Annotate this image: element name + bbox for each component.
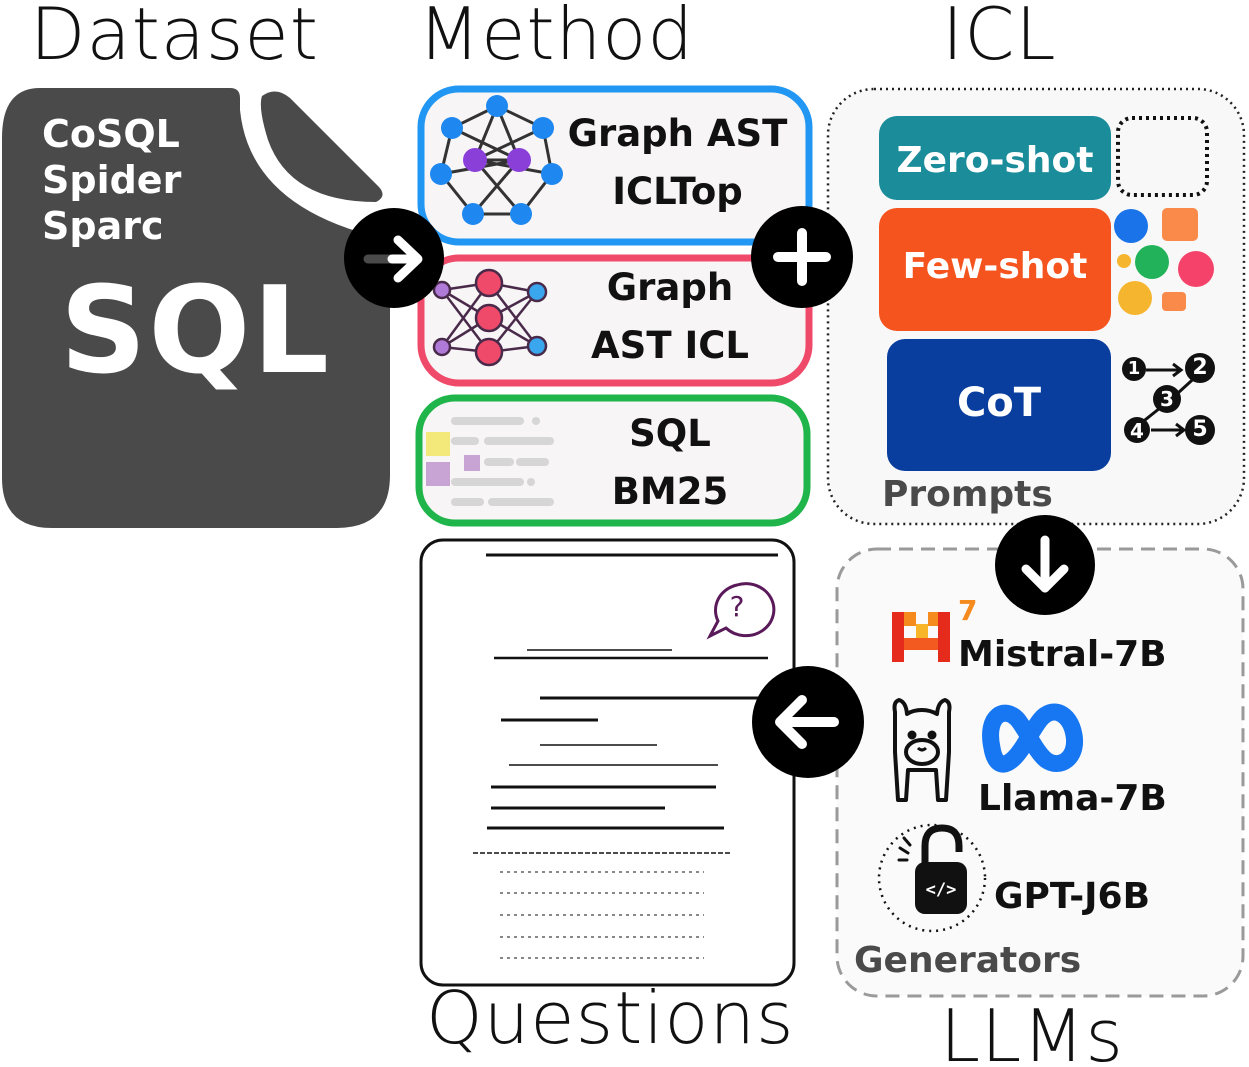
model-gpt-j: GPT-J6B [994,876,1151,917]
method-1-line-2: ICLTop [612,170,743,213]
cot-step-1: 1 [1127,358,1141,379]
cot-label: CoT [956,380,1042,426]
question-mark: ? [729,590,745,623]
dataset-name-3: Sparc [42,204,164,248]
method-box-3 [415,394,811,527]
cot-step-3: 3 [1160,387,1174,411]
method-3-line-1: SQL [629,412,711,455]
heading-icl: ICL [942,0,1057,76]
method-2-line-2: AST ICL [591,324,749,367]
model-llama: Llama-7B [978,778,1167,819]
heading-llms: LLMs [940,994,1124,1067]
dataset-document-icon [2,88,390,528]
cot-box [887,339,1111,471]
svg-text:</>: </> [926,880,957,900]
dataset-sql-label: SQL [60,262,331,401]
cot-step-5: 5 [1192,417,1208,442]
model-mistral: Mistral-7B [958,634,1167,675]
question-bubble-icon [706,582,776,640]
prompts-caption: Prompts [882,474,1053,515]
dataset-name-2: Spider [42,158,182,202]
llama-icon [892,698,952,802]
mistral-logo-icon [892,612,950,662]
neural-network-icon [432,268,548,367]
heading-dataset: Dataset [30,0,319,76]
generators-caption: Generators [854,940,1082,981]
arrow-down-icon [995,515,1095,615]
zero-shot-box [879,116,1111,200]
zero-shot-label: Zero-shot [896,140,1094,181]
few-shot-label: Few-shot [902,246,1088,287]
mistral-superscript: 7 [958,594,978,627]
zero-shot-placeholder [1116,116,1209,197]
cot-step-4: 4 [1130,419,1144,443]
cot-step-2: 2 [1192,355,1208,380]
code-unlock-icon: </> [877,823,987,933]
method-2-line-1: Graph [606,266,734,309]
text-lines-icon [426,417,554,506]
method-1-line-1: Graph AST [567,112,788,155]
heading-method: Method [418,0,695,76]
arrow-right-icon [344,208,444,308]
plus-icon [751,206,853,308]
heading-questions: Questions [426,976,795,1060]
few-shot-box [879,208,1111,331]
dataset-name-1: CoSQL [42,112,180,156]
cot-steps-icon [1122,353,1215,445]
questions-text-lines [473,553,785,959]
few-shot-examples-icon [1114,208,1214,315]
method-3-line-2: BM25 [611,470,729,513]
meta-logo-icon [982,703,1084,773]
graph-network-icon [430,95,563,225]
arrow-left-icon [752,666,864,778]
